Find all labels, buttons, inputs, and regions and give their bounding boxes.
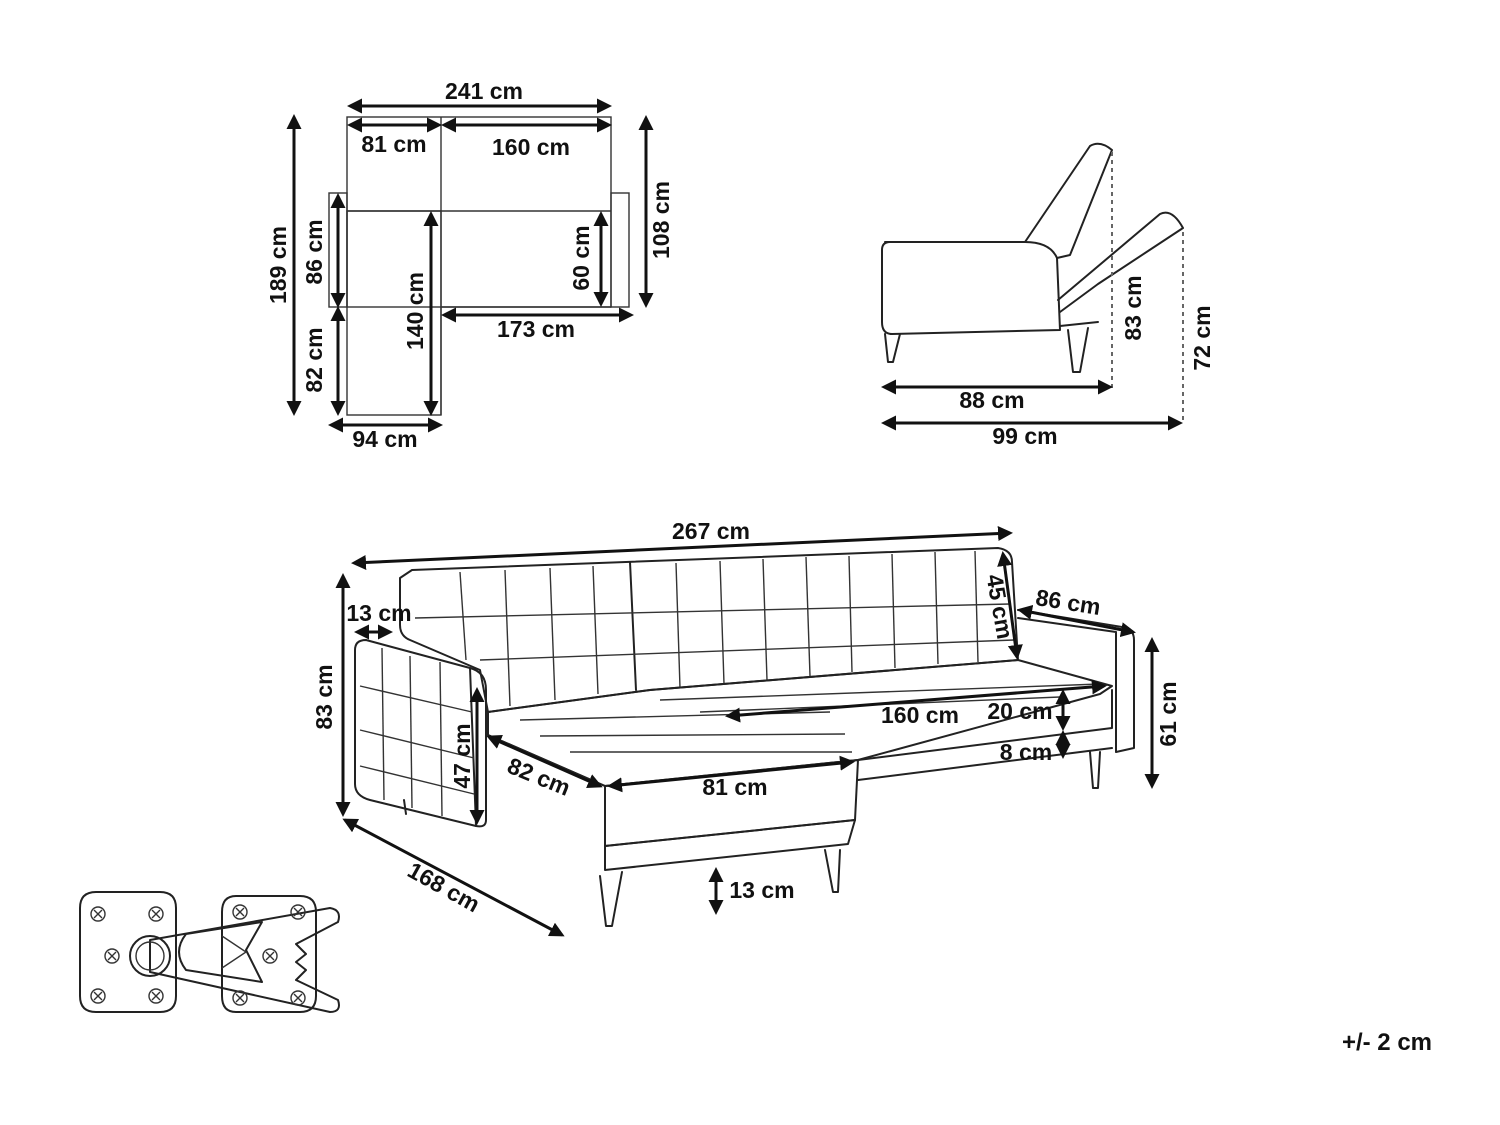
top-chaise-width-label: 94 cm bbox=[352, 426, 417, 452]
top-view-dimension-lines bbox=[286, 98, 654, 433]
top-arm-depth-label: 108 cm bbox=[648, 181, 674, 259]
front-arm-width-label: 13 cm bbox=[346, 600, 411, 626]
front-arm-height-label: 47 cm bbox=[449, 723, 475, 788]
front-cushion-height-label: 20 cm bbox=[987, 698, 1052, 724]
top-width-seat-label: 160 cm bbox=[492, 134, 570, 160]
top-seat-depth-label: 60 cm bbox=[568, 225, 594, 290]
front-leg-height-label: 13 cm bbox=[729, 877, 794, 903]
side-depth-upright-label: 88 cm bbox=[959, 387, 1024, 413]
hinge-screws bbox=[90, 904, 306, 1006]
front-chaise-width-label: 81 cm bbox=[702, 774, 767, 800]
top-seat-width-label: 173 cm bbox=[497, 316, 575, 342]
side-view: 83 cm 72 cm 88 cm 99 cm bbox=[881, 142, 1215, 449]
side-depth-reclined-label: 99 cm bbox=[992, 423, 1057, 449]
top-width-chaise-label: 81 cm bbox=[361, 131, 426, 157]
front-view-dimension-lines bbox=[335, 526, 1160, 937]
side-recline-height-label: 83 cm bbox=[1120, 275, 1146, 340]
top-width-total-label: 241 cm bbox=[445, 78, 523, 104]
front-diagonal-depth-label: 168 cm bbox=[403, 857, 484, 918]
side-height-label: 72 cm bbox=[1189, 305, 1215, 370]
top-depth-total-label: 189 cm bbox=[265, 226, 291, 304]
top-depth-back-label: 86 cm bbox=[301, 219, 327, 284]
side-view-outline bbox=[881, 142, 1184, 373]
front-view: 267 cm 45 cm 86 cm 13 cm 83 cm 47 cm 61 … bbox=[311, 518, 1181, 937]
front-seat-width-label: 160 cm bbox=[881, 702, 959, 728]
front-frame-height-label: 8 cm bbox=[1000, 739, 1052, 765]
front-height-total-label: 83 cm bbox=[311, 664, 337, 729]
top-view: 241 cm 81 cm 160 cm 189 cm 86 cm 82 cm 1… bbox=[265, 78, 674, 452]
tolerance-label: +/- 2 cm bbox=[1342, 1029, 1432, 1056]
hinge-detail bbox=[79, 891, 340, 1013]
top-chaise-length-label: 140 cm bbox=[402, 272, 428, 350]
front-seat-height-label: 61 cm bbox=[1155, 681, 1181, 746]
top-depth-chaise-label: 82 cm bbox=[301, 327, 327, 392]
front-width-total-label: 267 cm bbox=[672, 518, 750, 544]
